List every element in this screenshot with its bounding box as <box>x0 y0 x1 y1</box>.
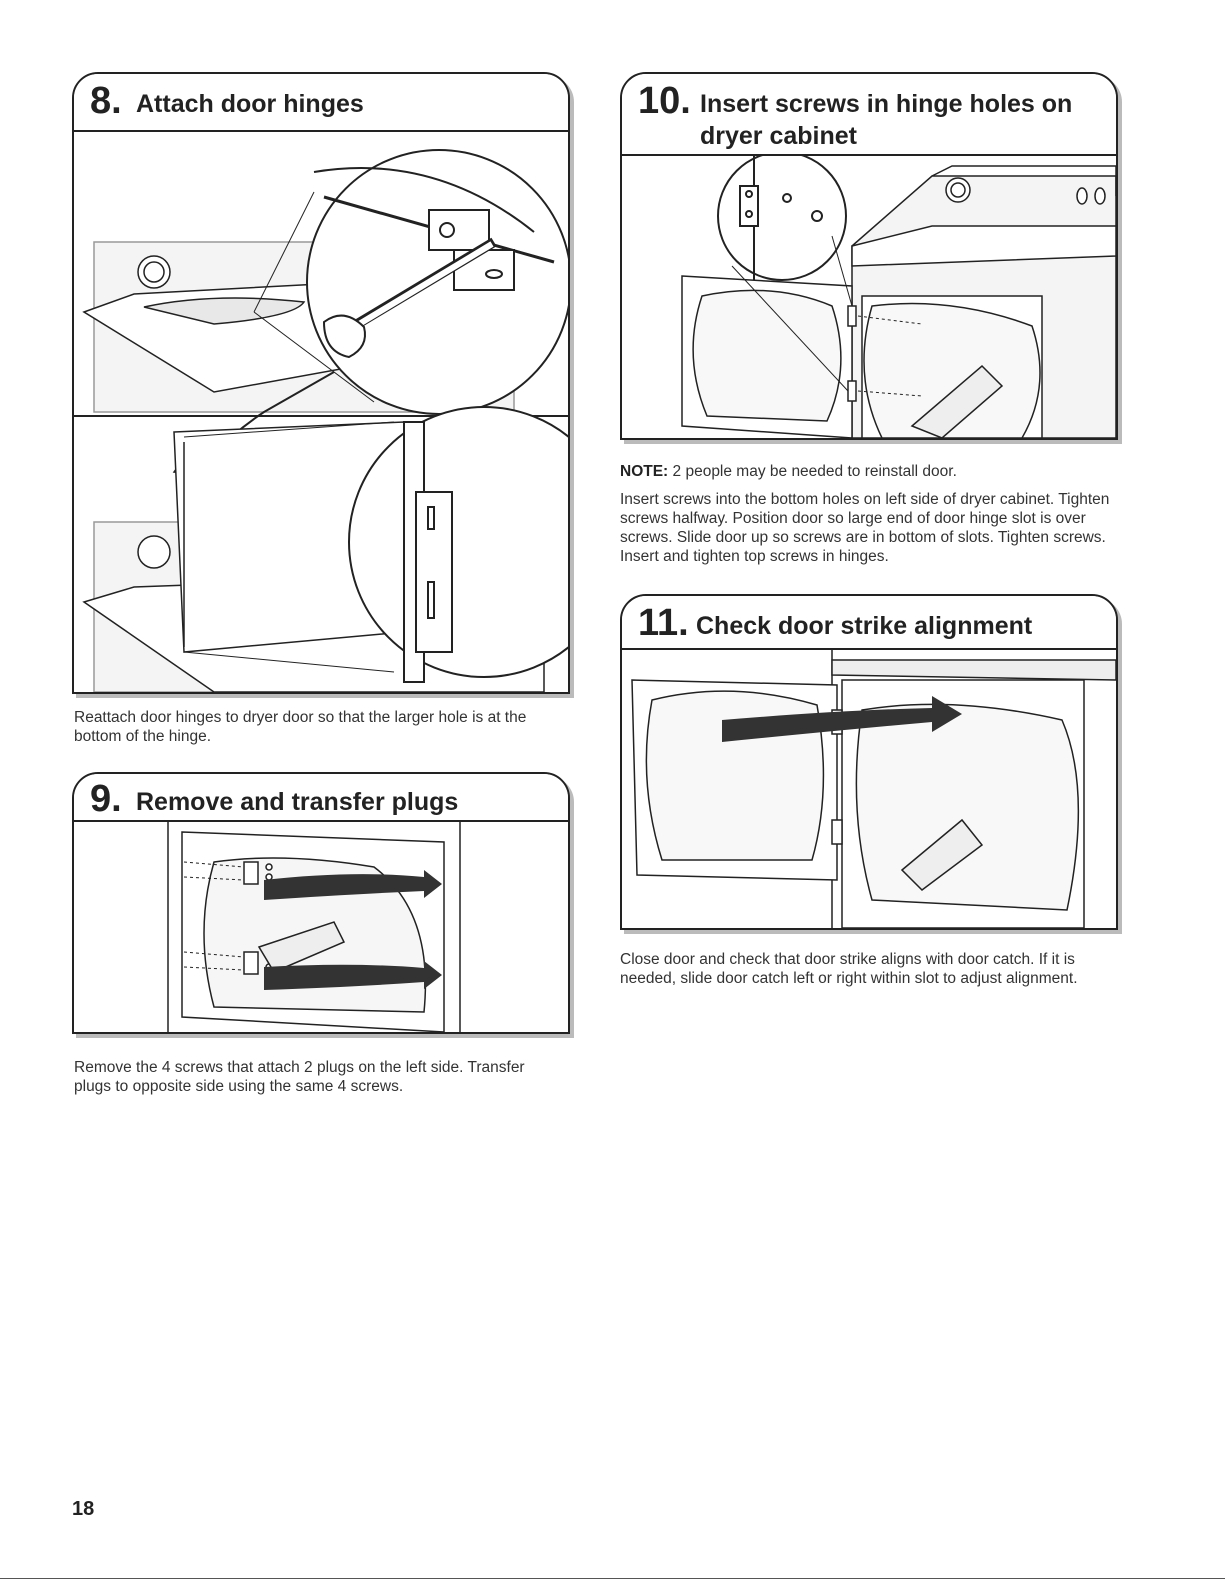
step-9-header: 9. Remove and transfer plugs <box>74 774 568 822</box>
step-10-title-line2: dryer cabinet <box>700 122 858 150</box>
step-10-number: 10. <box>638 80 691 122</box>
step-10-note-label: NOTE: <box>620 463 669 480</box>
step-8-illustration <box>74 132 568 692</box>
step-8-panel: 8. Attach door hinges <box>72 72 570 694</box>
step-9-title: Remove and transfer plugs <box>136 788 459 816</box>
step-9-panel: 9. Remove and transfer plugs <box>72 772 570 1034</box>
step-10-title-line1: Insert screws in hinge holes on <box>700 90 1073 118</box>
page-number: 18 <box>72 1498 95 1520</box>
step-10-illustration <box>622 156 1116 438</box>
step-9-illustration <box>74 822 568 1032</box>
step-10-note-text: 2 people may be needed to reinstall door… <box>668 463 957 480</box>
step-11-caption: Close door and check that door strike al… <box>620 951 1078 987</box>
footer-rule <box>0 1578 1225 1579</box>
step-8-title: Attach door hinges <box>136 90 364 118</box>
step-8-number: 8. <box>90 80 122 122</box>
step-11-number: 11. <box>638 602 689 644</box>
step-9-caption: Remove the 4 screws that attach 2 plugs … <box>74 1059 525 1095</box>
step-11-header: 11. Check door strike alignment <box>622 596 1116 650</box>
step-10-note: NOTE: 2 people may be needed to reinstal… <box>620 462 1120 481</box>
step-11-panel: 11. Check door strike alignment <box>620 594 1118 930</box>
step-9-number: 9. <box>90 778 122 820</box>
step-8-caption: Reattach door hinges to dryer door so th… <box>74 709 527 745</box>
step-10-header: 10. Insert screws in hinge holes on drye… <box>622 74 1116 156</box>
step-10-panel: 10. Insert screws in hinge holes on drye… <box>620 72 1118 440</box>
step-11-title: Check door strike alignment <box>696 612 1033 640</box>
step-8-header: 8. Attach door hinges <box>74 74 568 132</box>
step-10-caption: Insert screws into the bottom holes on l… <box>620 491 1110 565</box>
step-11-illustration <box>622 650 1116 928</box>
